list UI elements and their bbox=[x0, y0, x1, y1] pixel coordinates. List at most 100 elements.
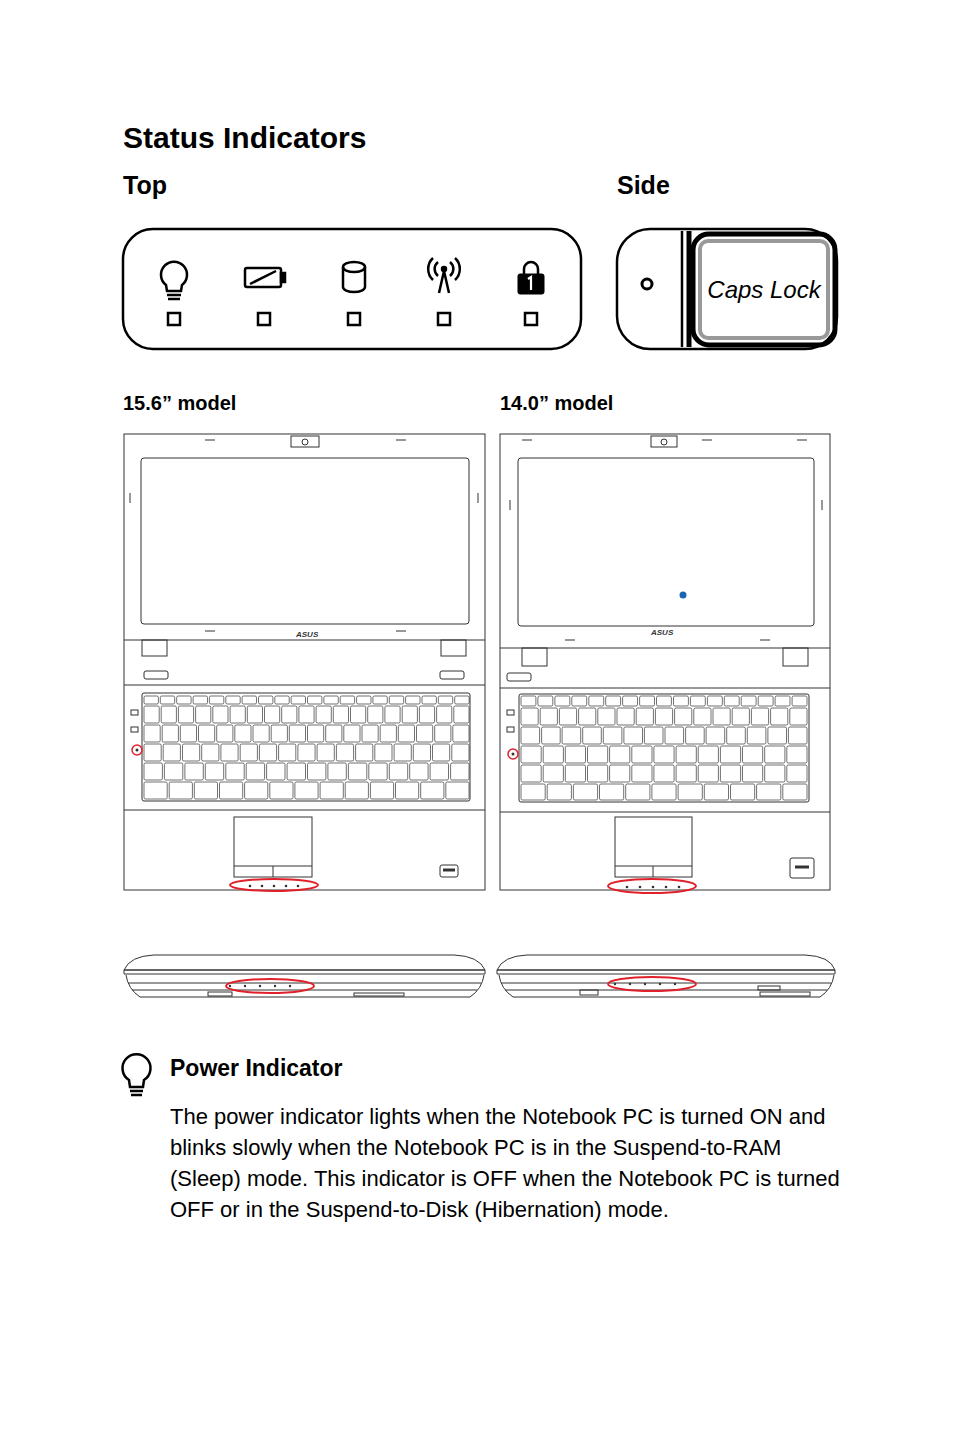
key bbox=[690, 696, 705, 706]
key bbox=[370, 782, 393, 799]
key bbox=[421, 782, 444, 799]
key bbox=[417, 725, 433, 742]
key bbox=[542, 727, 561, 744]
key bbox=[438, 696, 452, 704]
key bbox=[565, 746, 585, 763]
key bbox=[380, 725, 396, 742]
key-label: Caps Lock bbox=[707, 276, 820, 304]
key bbox=[362, 725, 378, 742]
key bbox=[765, 765, 785, 782]
key bbox=[320, 782, 343, 799]
key bbox=[565, 765, 585, 782]
key bbox=[410, 763, 428, 780]
key bbox=[259, 744, 276, 761]
key bbox=[559, 708, 576, 725]
key bbox=[413, 744, 430, 761]
key bbox=[698, 746, 718, 763]
key bbox=[543, 765, 563, 782]
key bbox=[279, 744, 296, 761]
section-heading: Top bbox=[123, 171, 167, 200]
key bbox=[771, 708, 788, 725]
key bbox=[194, 782, 217, 799]
key bbox=[788, 727, 807, 744]
key bbox=[644, 727, 663, 744]
key bbox=[790, 708, 807, 725]
key bbox=[183, 744, 200, 761]
key bbox=[698, 765, 718, 782]
key bbox=[724, 696, 739, 706]
key bbox=[538, 696, 553, 706]
key bbox=[747, 727, 766, 744]
key bbox=[610, 746, 630, 763]
key bbox=[164, 763, 182, 780]
key bbox=[177, 696, 191, 704]
key bbox=[572, 696, 587, 706]
key bbox=[632, 746, 652, 763]
logo-text: ASUS bbox=[651, 628, 673, 637]
key bbox=[727, 727, 746, 744]
key bbox=[632, 765, 652, 782]
key bbox=[720, 746, 740, 763]
key bbox=[357, 696, 371, 704]
key bbox=[686, 727, 705, 744]
key bbox=[640, 696, 655, 706]
key bbox=[768, 727, 787, 744]
key bbox=[308, 696, 322, 704]
key bbox=[160, 696, 174, 704]
key bbox=[665, 727, 684, 744]
key bbox=[433, 744, 450, 761]
key bbox=[787, 765, 807, 782]
key bbox=[606, 696, 621, 706]
key bbox=[375, 744, 392, 761]
key bbox=[455, 696, 469, 704]
section-heading: Side bbox=[617, 171, 670, 200]
key bbox=[451, 763, 469, 780]
key bbox=[422, 696, 436, 704]
key bbox=[205, 763, 223, 780]
key bbox=[396, 782, 419, 799]
key bbox=[199, 725, 215, 742]
key bbox=[446, 782, 469, 799]
key bbox=[163, 744, 180, 761]
key bbox=[348, 763, 366, 780]
key bbox=[336, 744, 353, 761]
key bbox=[402, 706, 417, 723]
key bbox=[308, 725, 324, 742]
key bbox=[389, 696, 403, 704]
key bbox=[610, 765, 630, 782]
key bbox=[562, 727, 581, 744]
key bbox=[144, 744, 161, 761]
key bbox=[741, 696, 756, 706]
key bbox=[316, 706, 331, 723]
key bbox=[289, 725, 305, 742]
key bbox=[220, 782, 243, 799]
key bbox=[783, 784, 807, 800]
key bbox=[751, 708, 768, 725]
key bbox=[162, 725, 178, 742]
key bbox=[732, 708, 749, 725]
key bbox=[521, 696, 536, 706]
key bbox=[547, 784, 571, 800]
key bbox=[221, 744, 238, 761]
key bbox=[385, 706, 400, 723]
key bbox=[259, 696, 273, 704]
key bbox=[676, 746, 696, 763]
key bbox=[435, 725, 451, 742]
key bbox=[226, 763, 244, 780]
key bbox=[345, 782, 368, 799]
key bbox=[271, 725, 287, 742]
key bbox=[603, 727, 622, 744]
key-label-box: Caps Lock bbox=[697, 238, 831, 341]
key bbox=[655, 708, 672, 725]
key bbox=[245, 782, 268, 799]
key bbox=[707, 696, 722, 706]
key bbox=[654, 765, 674, 782]
key bbox=[743, 746, 763, 763]
key bbox=[588, 746, 608, 763]
key bbox=[694, 708, 711, 725]
key bbox=[217, 725, 233, 742]
key bbox=[270, 782, 293, 799]
key bbox=[521, 784, 545, 800]
key bbox=[373, 696, 387, 704]
key bbox=[720, 765, 740, 782]
